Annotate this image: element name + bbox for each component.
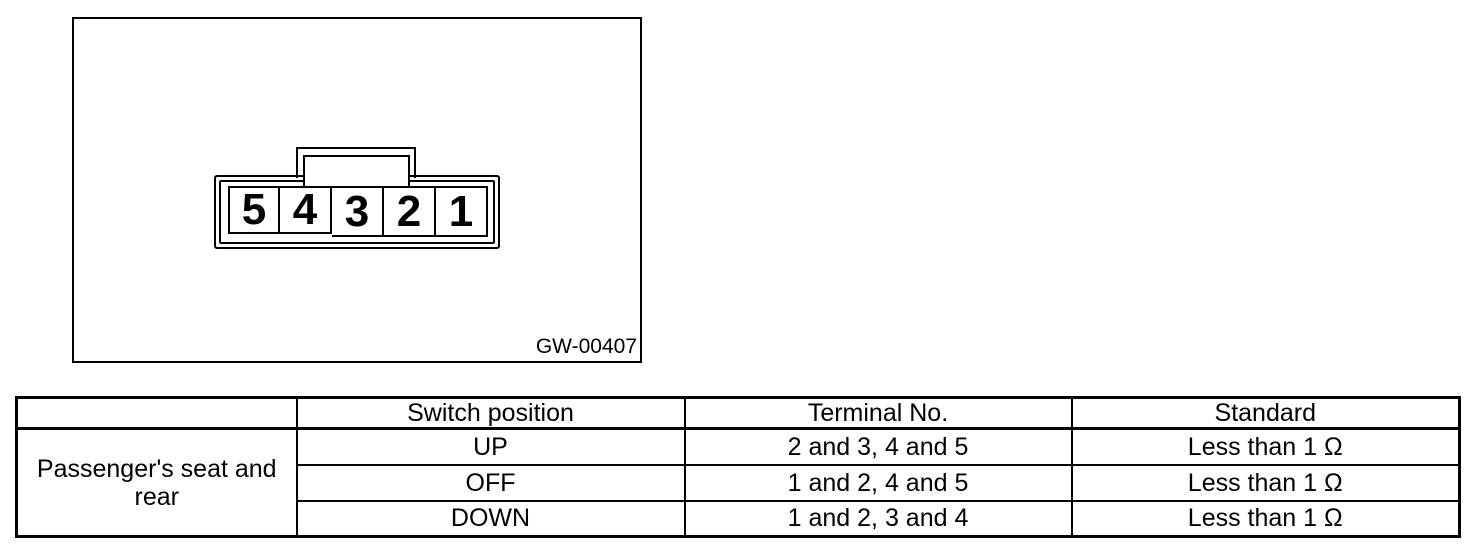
terminal-no-cell: 1 and 2, 3 and 4 [683,499,1073,538]
terminal-cell-5: 5 [228,186,280,234]
table-row: Passenger's seat and rear UP 2 and 3, 4 … [15,427,1461,538]
connector-lock-tab-outer [296,147,416,178]
row-group-label: Passenger's seat and rear [15,427,298,538]
terminal-no-cell: 1 and 2, 4 and 5 [683,463,1073,502]
terminal-cell-3: 3 [332,186,384,237]
terminal-cell-2: 2 [384,186,436,237]
connector-figure: 5 4 3 2 1 GW-00407 [72,17,642,363]
terminal-cell-1: 1 [436,186,488,237]
terminal-row: 5 4 3 2 1 [228,186,488,237]
switch-position-cell: OFF [295,463,686,502]
header-standard: Standard [1070,396,1461,430]
standard-cell: Less than 1 Ω [1070,463,1461,502]
table-row: OFF 1 and 2, 4 and 5 Less than 1 Ω [17,463,1461,502]
connector-lock-tab-inner [303,155,410,186]
switch-position-cell: UP [295,427,686,466]
header-switch-position: Switch position [295,396,686,430]
header-terminal-no: Terminal No. [683,396,1073,430]
switch-continuity-table: Switch position Terminal No. Standard Pa… [15,396,1461,538]
table-header-row: Switch position Terminal No. Standard [15,396,1461,430]
terminal-no-cell: 2 and 3, 4 and 5 [683,427,1073,466]
switch-position-cell: DOWN [295,499,686,538]
terminal-cell-4: 4 [280,186,332,234]
figure-code: GW-00407 [535,335,637,358]
standard-cell: Less than 1 Ω [1070,427,1461,466]
header-corner-cell [15,396,298,430]
standard-cell: Less than 1 Ω [1070,499,1461,538]
table-row: DOWN 1 and 2, 3 and 4 Less than 1 Ω [17,499,1461,538]
